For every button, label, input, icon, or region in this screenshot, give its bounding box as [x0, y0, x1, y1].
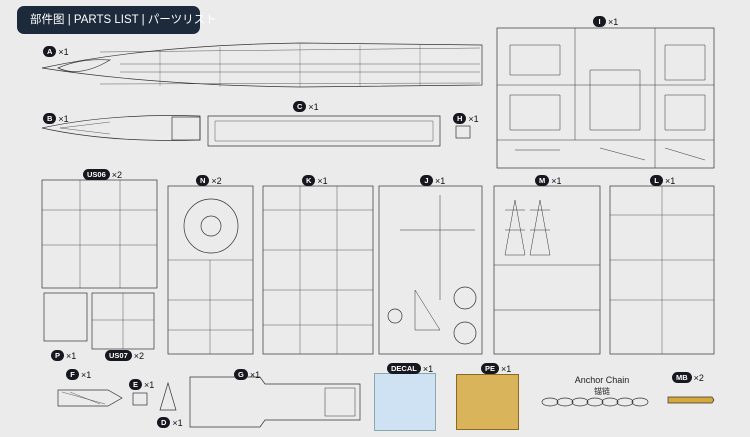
label-J: J×1 [420, 175, 445, 186]
label-P: P×1 [51, 350, 76, 361]
sprue-N [167, 185, 254, 355]
sprue-M [493, 185, 601, 355]
label-I: I×1 [593, 16, 618, 27]
part-C [207, 115, 441, 147]
label-US06: US06×2 [83, 169, 122, 180]
label-F: F×1 [66, 369, 91, 380]
anchor-chain-subtitle: 锚链 [594, 387, 610, 396]
label-C: C×1 [293, 101, 319, 112]
label-US07: US07×2 [105, 350, 144, 361]
label-A: A×1 [43, 46, 69, 57]
part-MB [667, 396, 715, 404]
photo-etch-sheet [456, 374, 519, 430]
label-H: H×1 [453, 113, 479, 124]
label-L: L×1 [650, 175, 675, 186]
sprue-US06 [41, 179, 158, 289]
label-K: K×1 [302, 175, 328, 186]
label-B: B×1 [43, 113, 69, 124]
page-title: 部件图 | PARTS LIST | パーツリスト [17, 6, 217, 34]
label-G: G×1 [234, 369, 260, 380]
label-D: D×1 [157, 417, 183, 428]
part-A-hull [41, 42, 483, 88]
part-D [159, 381, 177, 411]
part-G [189, 376, 361, 428]
label-MB: MB×2 [672, 372, 704, 383]
anchor-chain-drawing [541, 397, 649, 407]
sprue-I [496, 27, 715, 169]
label-M: M×1 [535, 175, 562, 186]
anchor-chain-title: Anchor Chain [574, 375, 630, 385]
sprue-J [378, 185, 483, 355]
label-DECAL: DECAL×1 [387, 363, 433, 374]
sprue-K [262, 185, 374, 355]
part-F [57, 389, 123, 407]
part-P [43, 292, 88, 342]
label-N: N×2 [196, 175, 222, 186]
decal-sheet [374, 373, 436, 431]
part-E [132, 392, 148, 406]
label-E: E×1 [129, 379, 154, 390]
part-H [455, 125, 471, 139]
label-PE: PE×1 [481, 363, 511, 374]
